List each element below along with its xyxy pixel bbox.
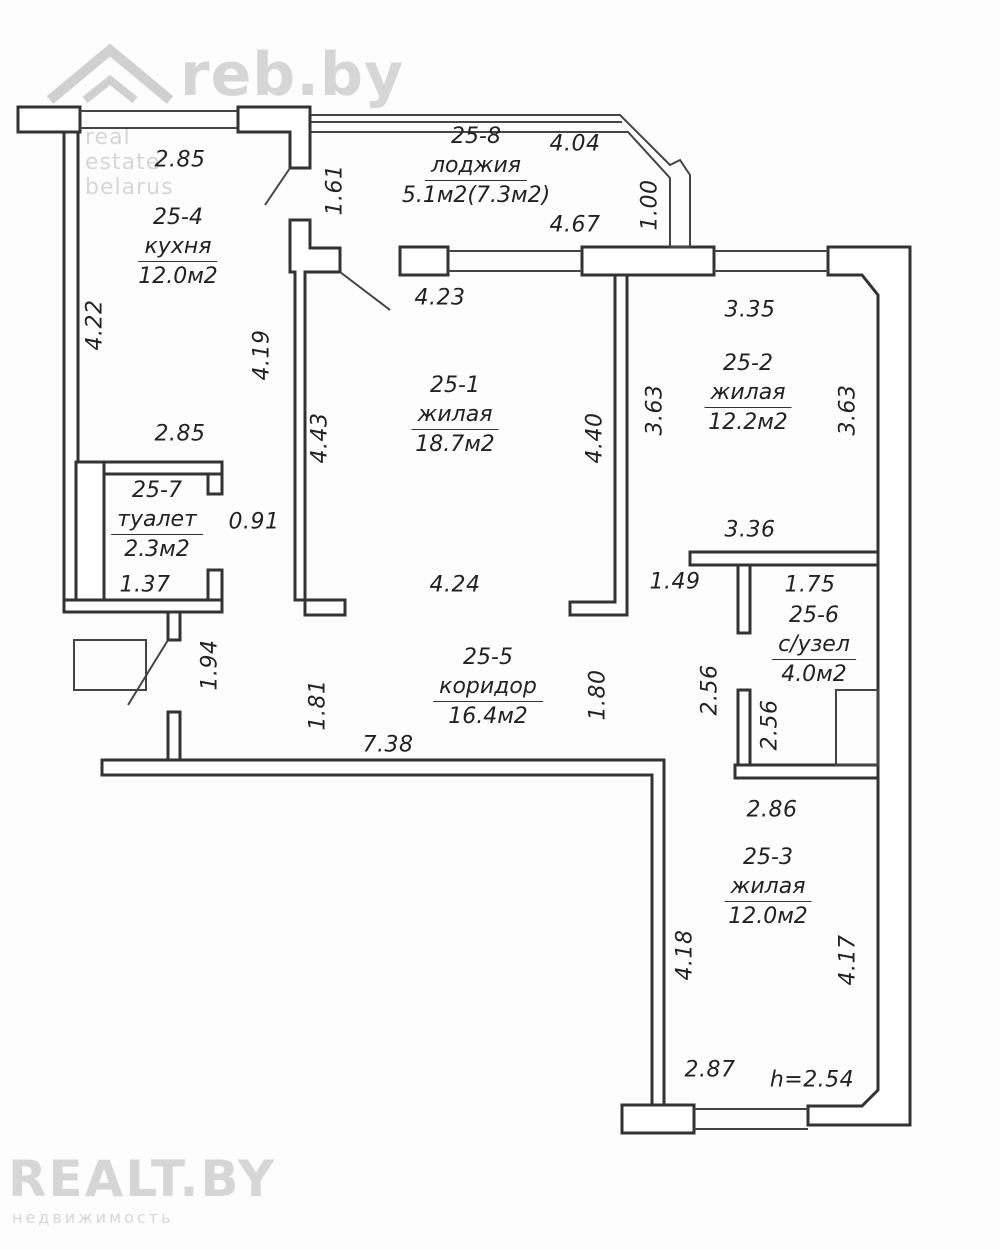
- room-id: 25-2: [723, 351, 773, 376]
- dim-room3-right: 4.17: [835, 934, 861, 986]
- room-id: 25-4: [153, 205, 203, 230]
- room-kitchen-label: 25-4 кухня 12.0м2: [138, 203, 218, 291]
- room-name: коридор: [433, 672, 543, 702]
- dim-room2-bottom: 3.36: [724, 517, 776, 543]
- wall-right-outer: [806, 245, 912, 1127]
- dim-corridor-left: 1.94: [197, 639, 223, 691]
- dim-loggia-bottom: 4.67: [549, 212, 601, 238]
- room-toilet-label: 25-7 туалет 2.3м2: [111, 476, 203, 564]
- room-name: лоджия: [424, 151, 528, 181]
- watermark-subtitle-bottom: недвижимость: [12, 1208, 174, 1227]
- wall-top-kitchen: [16, 105, 82, 134]
- dim-bath-door: 1.49: [649, 569, 701, 595]
- dim-bath-top: 1.75: [784, 572, 836, 598]
- dim-kitchen-right: 4.19: [249, 329, 275, 381]
- room-name: туалет: [111, 505, 203, 535]
- room-name: с/узел: [772, 630, 856, 660]
- room-id: 25-8: [451, 124, 501, 149]
- dim-kitchen-door: 1.61: [322, 164, 348, 216]
- room-id: 25-3: [743, 845, 793, 870]
- dim-kitchen-left: 4.22: [82, 299, 108, 351]
- dim-room1-bottom: 4.24: [429, 572, 481, 598]
- dim-loggia-top: 4.04: [549, 131, 601, 157]
- watermark-logo-bottom: REALT.BY недвижимость: [8, 1150, 276, 1227]
- dim-room1-right: 4.40: [582, 412, 608, 464]
- watermark-subtitle: real estate belarus: [85, 125, 174, 200]
- room-2-label: 25-2 жилая 12.2м2: [704, 349, 792, 437]
- ceiling-height: h=2.54: [769, 1067, 855, 1093]
- room-3-label: 25-3 жилая 12.0м2: [724, 843, 812, 931]
- dim-toilet-bottom: 1.37: [119, 572, 171, 598]
- dim-loggia-right: 1.00: [637, 179, 663, 231]
- room-area: 16.4м2: [448, 704, 528, 729]
- room-name: жилая: [724, 872, 812, 902]
- dim-room2-right: 3.63: [835, 384, 861, 436]
- room-name: кухня: [138, 232, 218, 262]
- dim-corridor-mid: 1.81: [305, 679, 331, 731]
- dim-kitchen-top: 2.85: [154, 147, 206, 173]
- room-name: жилая: [411, 400, 499, 430]
- dim-toilet-right: 0.91: [228, 509, 280, 535]
- wall-loggia: [240, 114, 691, 248]
- room-area: 5.1м2(7.3м2): [401, 183, 551, 208]
- room-area: 12.0м2: [728, 904, 808, 929]
- room-id: 25-6: [789, 603, 839, 628]
- house-logo-icon: [46, 43, 174, 104]
- room-id: 25-5: [463, 645, 513, 670]
- room-area: 12.0м2: [138, 264, 218, 289]
- dim-bath-left-outer: 2.56: [697, 664, 723, 716]
- room-id: 25-1: [430, 373, 480, 398]
- dim-room3-top: 2.86: [746, 797, 798, 823]
- watermark-brand: reb.by: [180, 40, 405, 110]
- dim-corridor-right: 1.80: [585, 669, 611, 721]
- room-id: 25-7: [132, 478, 182, 503]
- room-area: 2.3м2: [124, 537, 190, 562]
- room-area: 18.7м2: [415, 432, 495, 457]
- room-1-label: 25-1 жилая 18.7м2: [411, 371, 499, 459]
- dim-room2-top: 3.35: [724, 297, 776, 323]
- room-area: 4.0м2: [781, 662, 847, 687]
- room-loggia-label: 25-8 лоджия 5.1м2(7.3м2): [402, 122, 550, 210]
- dim-corridor-bottom: 7.38: [362, 732, 414, 758]
- wall-top-r2: [580, 245, 716, 277]
- dim-room1-top: 4.23: [414, 285, 466, 311]
- room-name: жилая: [704, 378, 792, 408]
- dim-toilet-top: 2.85: [154, 421, 206, 447]
- wall-top-r1: [398, 245, 450, 277]
- room-area: 12.2м2: [708, 410, 788, 435]
- room-bath-label: 25-6 с/узел 4.0м2: [772, 601, 856, 689]
- room-corridor-label: 25-5 коридор 16.4м2: [433, 643, 543, 731]
- watermark-brand-bottom: REALT.BY: [8, 1150, 277, 1208]
- dim-room1-left: 4.43: [307, 412, 333, 464]
- dim-room3-left: 4.18: [672, 929, 698, 981]
- dim-bath-left-inner: 2.56: [757, 699, 783, 751]
- dim-room2-left: 3.63: [642, 384, 668, 436]
- dim-room3-bottom: 2.87: [684, 1057, 736, 1083]
